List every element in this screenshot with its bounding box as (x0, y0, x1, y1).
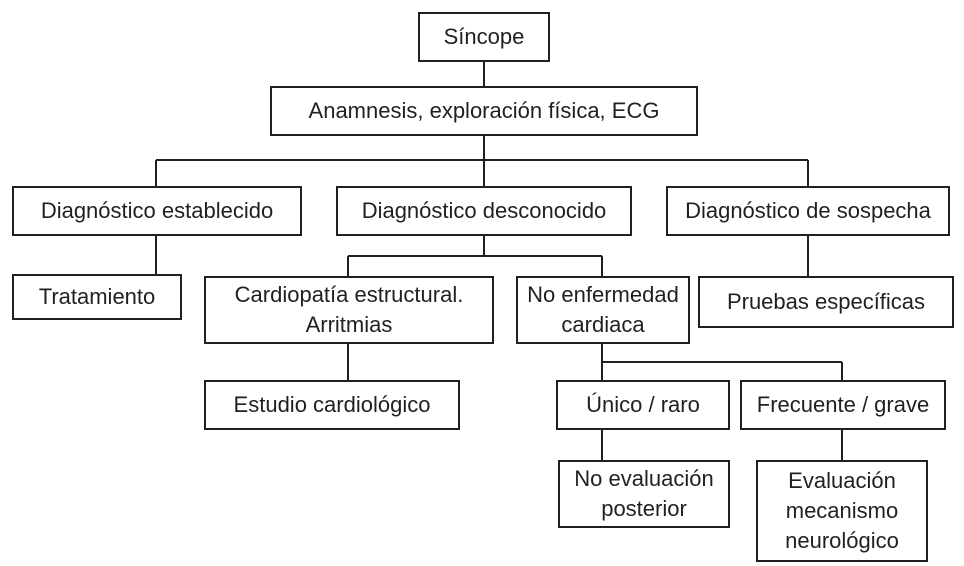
node-anamnesis: Anamnesis, exploración física, ECG (270, 86, 698, 136)
node-diagnostico-desconocido: Diagnóstico desconocido (336, 186, 632, 236)
node-pruebas-especificas: Pruebas específicas (698, 276, 954, 328)
node-diagnostico-establecido: Diagnóstico establecido (12, 186, 302, 236)
node-frecuente-grave: Frecuente / grave (740, 380, 946, 430)
node-unico-raro: Único / raro (556, 380, 730, 430)
node-no-evaluacion: No evaluación posterior (558, 460, 730, 528)
node-evaluacion-mecanismo: Evaluación mecanismo neurológico (756, 460, 928, 562)
node-diagnostico-sospecha: Diagnóstico de sospecha (666, 186, 950, 236)
node-no-enfermedad: No enfermedad cardiaca (516, 276, 690, 344)
node-cardiopatia: Cardiopatía estructural. Arritmias (204, 276, 494, 344)
node-sincope: Síncope (418, 12, 550, 62)
node-tratamiento: Tratamiento (12, 274, 182, 320)
node-estudio-cardiologico: Estudio cardiológico (204, 380, 460, 430)
